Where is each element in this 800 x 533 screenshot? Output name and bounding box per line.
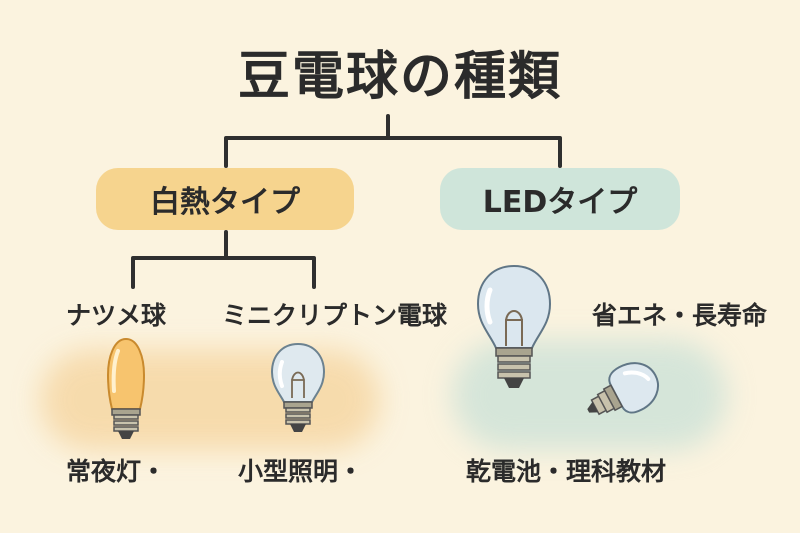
- incandescent-type-label: 白熱タイプ: [96, 168, 354, 230]
- natsume-bulb-label: ナツメ球: [66, 301, 167, 330]
- large-clear-bulb-icon: [476, 264, 552, 388]
- diagram-title: 豆電球の種類: [237, 47, 562, 107]
- led-feature-label: 省エネ・長寿命: [592, 301, 768, 330]
- mini-krypton-bulb-label: ミニクリプトン電球: [222, 301, 448, 330]
- natsume-bulb-icon: [106, 337, 146, 439]
- small-clear-bulb-icon: [587, 362, 659, 416]
- led-type-label: LEDタイプ: [440, 168, 680, 230]
- root-connector: [224, 114, 562, 168]
- natsume-use-label: 常夜灯・: [66, 457, 167, 486]
- incandescent-connector: [131, 230, 316, 289]
- led-use-label: 乾電池・理科教材: [466, 457, 667, 486]
- mini-krypton-use-label: 小型照明・: [238, 457, 364, 486]
- mini-krypton-bulb-icon: [270, 342, 326, 432]
